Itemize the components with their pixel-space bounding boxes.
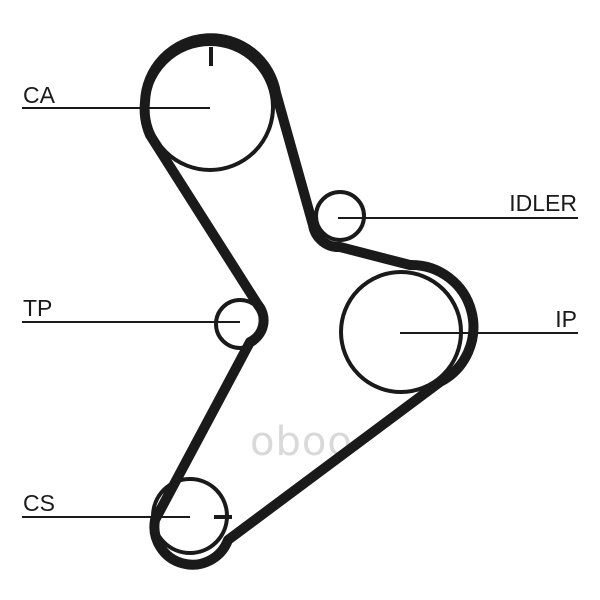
tensioner-pulley-tp — [214, 298, 266, 350]
timing-belt — [139, 33, 479, 570]
label-ip: IP — [555, 306, 577, 332]
label-ca: CA — [23, 82, 56, 108]
label-idler: IDLER — [509, 190, 577, 216]
label-tp: TP — [23, 295, 52, 321]
idler-pulley — [314, 190, 366, 242]
label-cs: CS — [23, 490, 55, 516]
